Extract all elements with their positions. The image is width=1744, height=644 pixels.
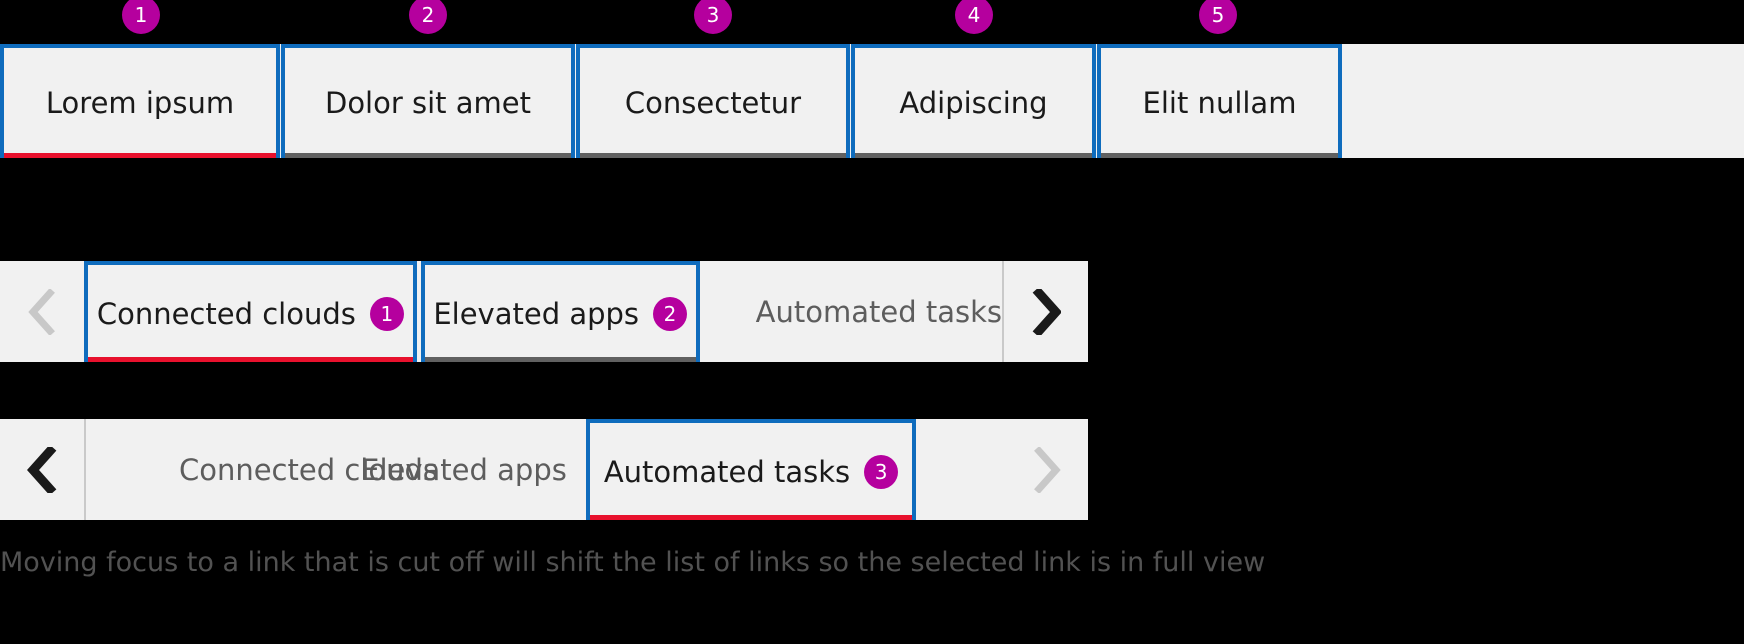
selected-indicator-rule [88, 357, 413, 362]
selected-indicator-rule [4, 153, 276, 158]
overflow-tab-connected-clouds[interactable]: Connected clouds 1 [84, 261, 417, 362]
tab-scroll-viewport[interactable]: Connected clouds 1 Elevated apps 2 Autom… [84, 261, 1002, 362]
chevron-left-icon[interactable] [0, 419, 86, 520]
unselected-indicator-rule [1101, 153, 1338, 158]
overflow-tab-label: Connected clouds [178, 452, 438, 487]
callout-badge-3: 3 [864, 454, 899, 489]
top-tab-strip: Lorem ipsum Dolor sit amet Consectetur A… [0, 44, 1744, 158]
overflow-tab-label: Automated tasks [603, 454, 851, 489]
top-tab-label: Dolor sit amet [324, 86, 531, 120]
top-callout-layer: 1 2 3 4 5 [0, 0, 1744, 44]
top-tab-dolor-sit-amet[interactable]: Dolor sit amet [281, 44, 575, 158]
overflow-tab-label: Elevated apps [433, 296, 640, 331]
callout-badge-3: 3 [694, 0, 732, 34]
callout-badge-4: 4 [955, 0, 993, 34]
overflow-tab-list-state-a: Connected clouds 1 Elevated apps 2 Autom… [0, 261, 1088, 362]
callout-badge-1: 1 [369, 296, 404, 331]
chevron-right-icon[interactable] [1002, 261, 1088, 362]
top-tab-elit-nullam[interactable]: Elit nullam [1097, 44, 1342, 158]
callout-badge-2: 2 [409, 0, 447, 34]
top-tab-adipiscing[interactable]: Adipiscing [851, 44, 1096, 158]
unselected-indicator-rule [580, 153, 846, 158]
selected-indicator-rule [590, 515, 912, 520]
callout-badge-1: 1 [122, 0, 160, 34]
callout-badge-2: 2 [653, 296, 688, 331]
overflow-tab-elevated-apps[interactable]: Elevated apps [342, 419, 586, 520]
chevron-right-icon[interactable] [1004, 419, 1088, 520]
top-tab-list: Lorem ipsum Dolor sit amet Consectetur A… [0, 44, 1342, 158]
top-tab-lorem-ipsum[interactable]: Lorem ipsum [0, 44, 280, 158]
overflow-tab-elevated-apps[interactable]: Elevated apps 2 [420, 261, 700, 362]
callout-badge-5: 5 [1199, 0, 1237, 34]
top-tab-label: Adipiscing [899, 86, 1048, 120]
overflow-tab-label: Connected clouds [96, 296, 356, 331]
overflow-tab-automated-tasks-cut-off[interactable]: Automated tasks [700, 261, 1002, 362]
chevron-left-icon[interactable] [0, 261, 84, 362]
overflow-tab-list-state-b: Connected clouds Elevated apps Automated… [0, 419, 1088, 520]
top-tab-label: Consectetur [624, 86, 802, 120]
top-tab-label: Lorem ipsum [45, 86, 235, 120]
top-tab-label: Elit nullam [1142, 86, 1297, 120]
unselected-indicator-rule [855, 153, 1092, 158]
overflow-tab-label: Elevated apps [361, 452, 567, 487]
unselected-indicator-rule [424, 357, 696, 362]
unselected-indicator-rule [285, 153, 571, 158]
caption-text: Moving focus to a link that is cut off w… [0, 547, 1266, 578]
overflow-tab-automated-tasks[interactable]: Automated tasks 3 [586, 419, 916, 520]
tab-scroll-viewport[interactable]: Connected clouds Elevated apps Automated… [86, 419, 1004, 520]
top-tab-consectetur[interactable]: Consectetur [576, 44, 850, 158]
overflow-tab-connected-clouds-cut-off[interactable]: Connected clouds [86, 419, 438, 520]
overflow-tab-label: Automated tasks [755, 294, 1002, 329]
